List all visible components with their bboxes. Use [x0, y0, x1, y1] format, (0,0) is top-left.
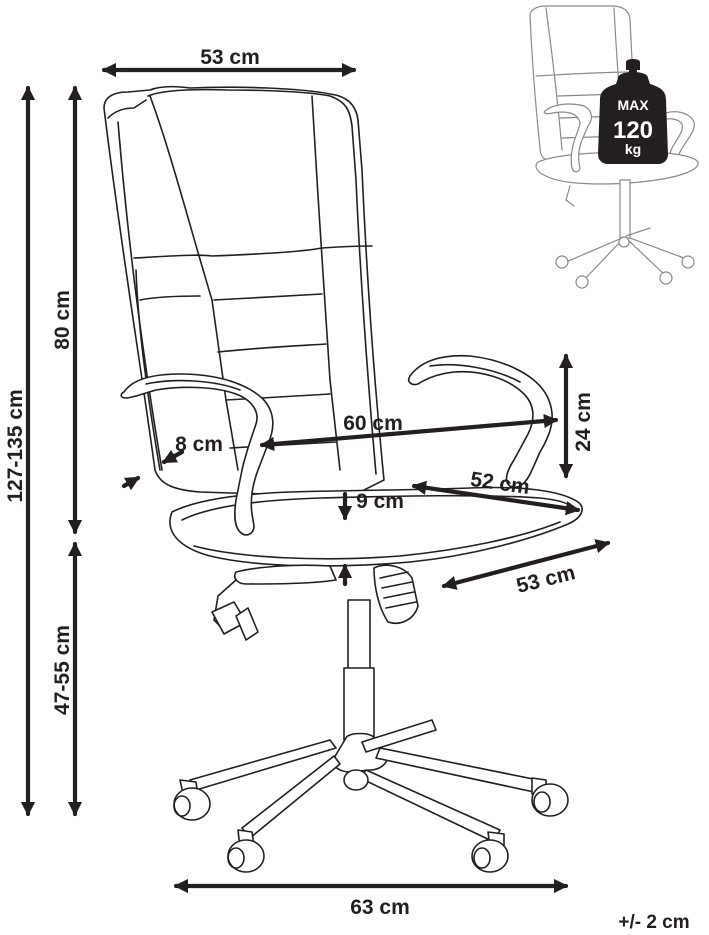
label-armrest-gap: 8 cm	[175, 433, 223, 456]
arrow-seat-depth	[411, 480, 581, 516]
arrow-armrest-gap-top	[161, 449, 185, 465]
label-width-top: 53 cm	[200, 46, 260, 69]
label-height-total: 127-135 cm	[4, 389, 27, 502]
label-seat-thickness: 9 cm	[356, 490, 404, 513]
label-armrest-span: 60 cm	[343, 412, 403, 435]
label-seat-height: 47-55 cm	[51, 625, 74, 715]
dimension-labels: 53 cm 127-135 cm 80 cm 47-55 cm 63 cm 60…	[4, 46, 690, 933]
arrow-armrest-span	[259, 413, 559, 452]
label-backrest-height: 80 cm	[51, 290, 74, 350]
arrow-armrest-gap-bottom	[121, 475, 141, 491]
weight-icon: MAX 120 kg	[598, 59, 668, 164]
capacity-value: 120	[613, 117, 653, 144]
arrow-seat-width	[441, 539, 611, 590]
label-base-width: 63 cm	[350, 896, 410, 919]
capacity-unit: kg	[625, 141, 641, 157]
label-armrest-height: 24 cm	[572, 392, 595, 452]
dimension-arrows	[20, 62, 611, 894]
office-chair-drawing	[103, 85, 583, 873]
tolerance-note: +/- 2 cm	[618, 912, 689, 933]
capacity-max: MAX	[617, 97, 649, 113]
